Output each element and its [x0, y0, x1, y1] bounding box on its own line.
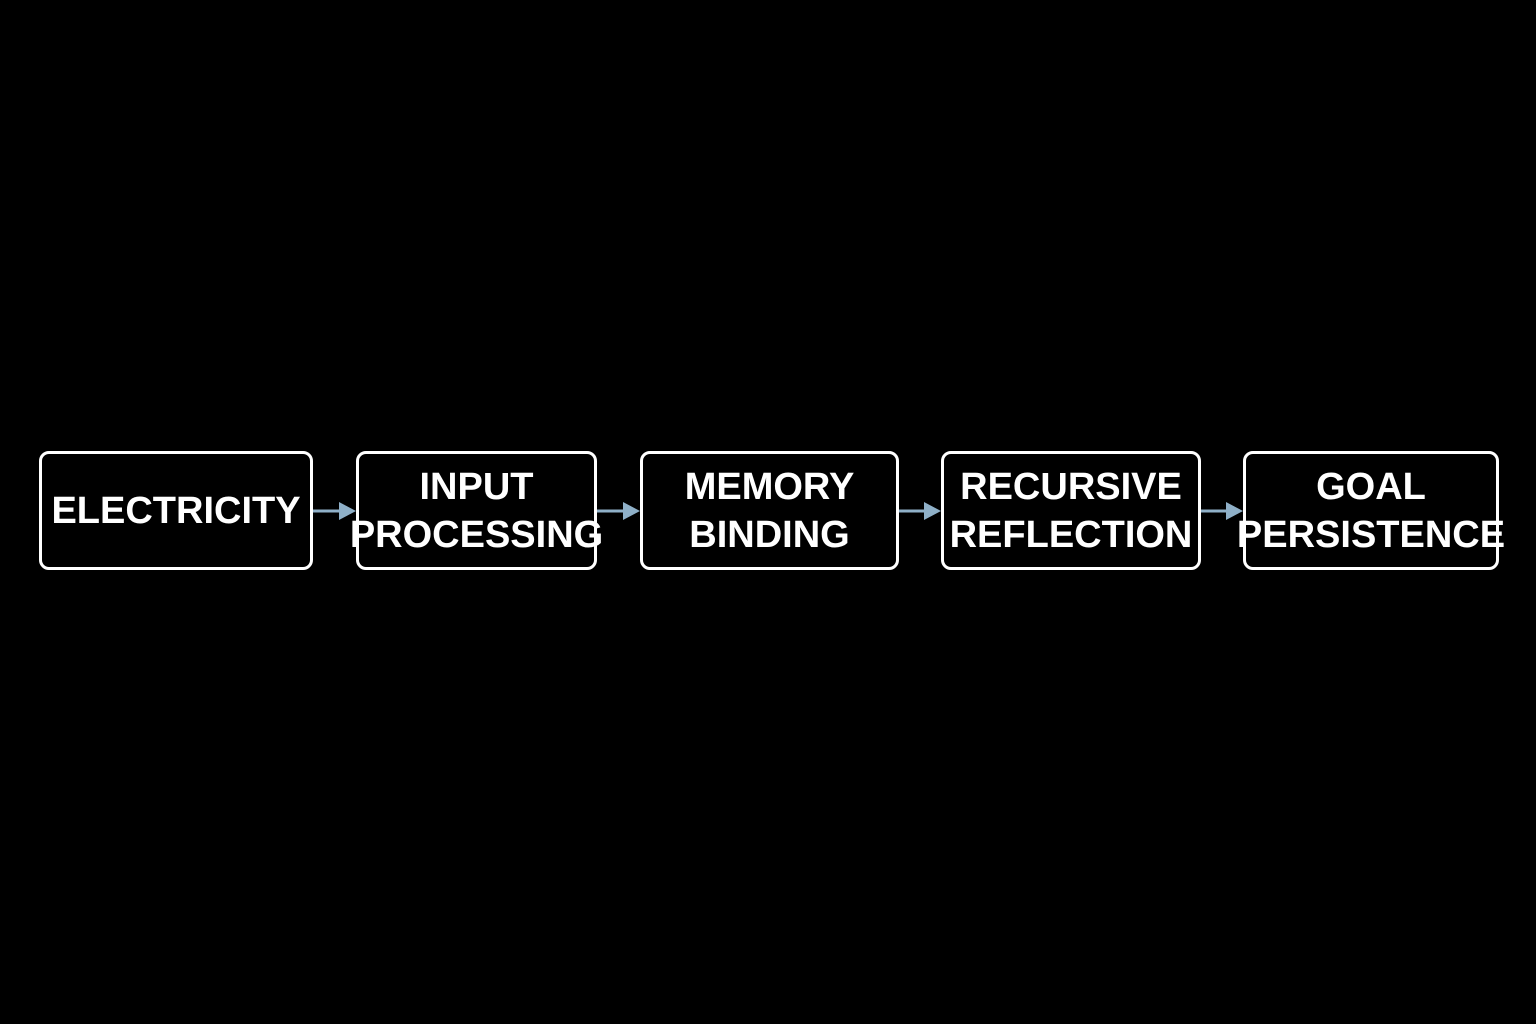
arrow-memory-binding-to-recursive-reflection: [899, 497, 941, 525]
node-label: MEMORY BINDING: [684, 465, 855, 556]
node-input-processing: INPUT PROCESSING: [350, 451, 603, 570]
node-label: INPUT PROCESSING: [349, 465, 604, 556]
arrow-input-processing-to-memory-binding: [597, 497, 640, 525]
node-memory-binding: MEMORY BINDING: [640, 451, 899, 570]
arrow-electricity-to-input-processing: [313, 497, 356, 525]
node-electricity: ELECTRICITY: [39, 451, 313, 570]
node-label: RECURSIVE REFLECTION: [949, 465, 1193, 556]
node-goal-persistence: GOAL PERSISTENCE: [1237, 451, 1505, 570]
node-label: ELECTRICITY: [51, 489, 301, 532]
arrow-recursive-reflection-to-goal-persistence: [1201, 497, 1243, 525]
node-recursive-reflection: RECURSIVE REFLECTION: [941, 451, 1201, 570]
node-label: GOAL PERSISTENCE: [1236, 465, 1506, 556]
